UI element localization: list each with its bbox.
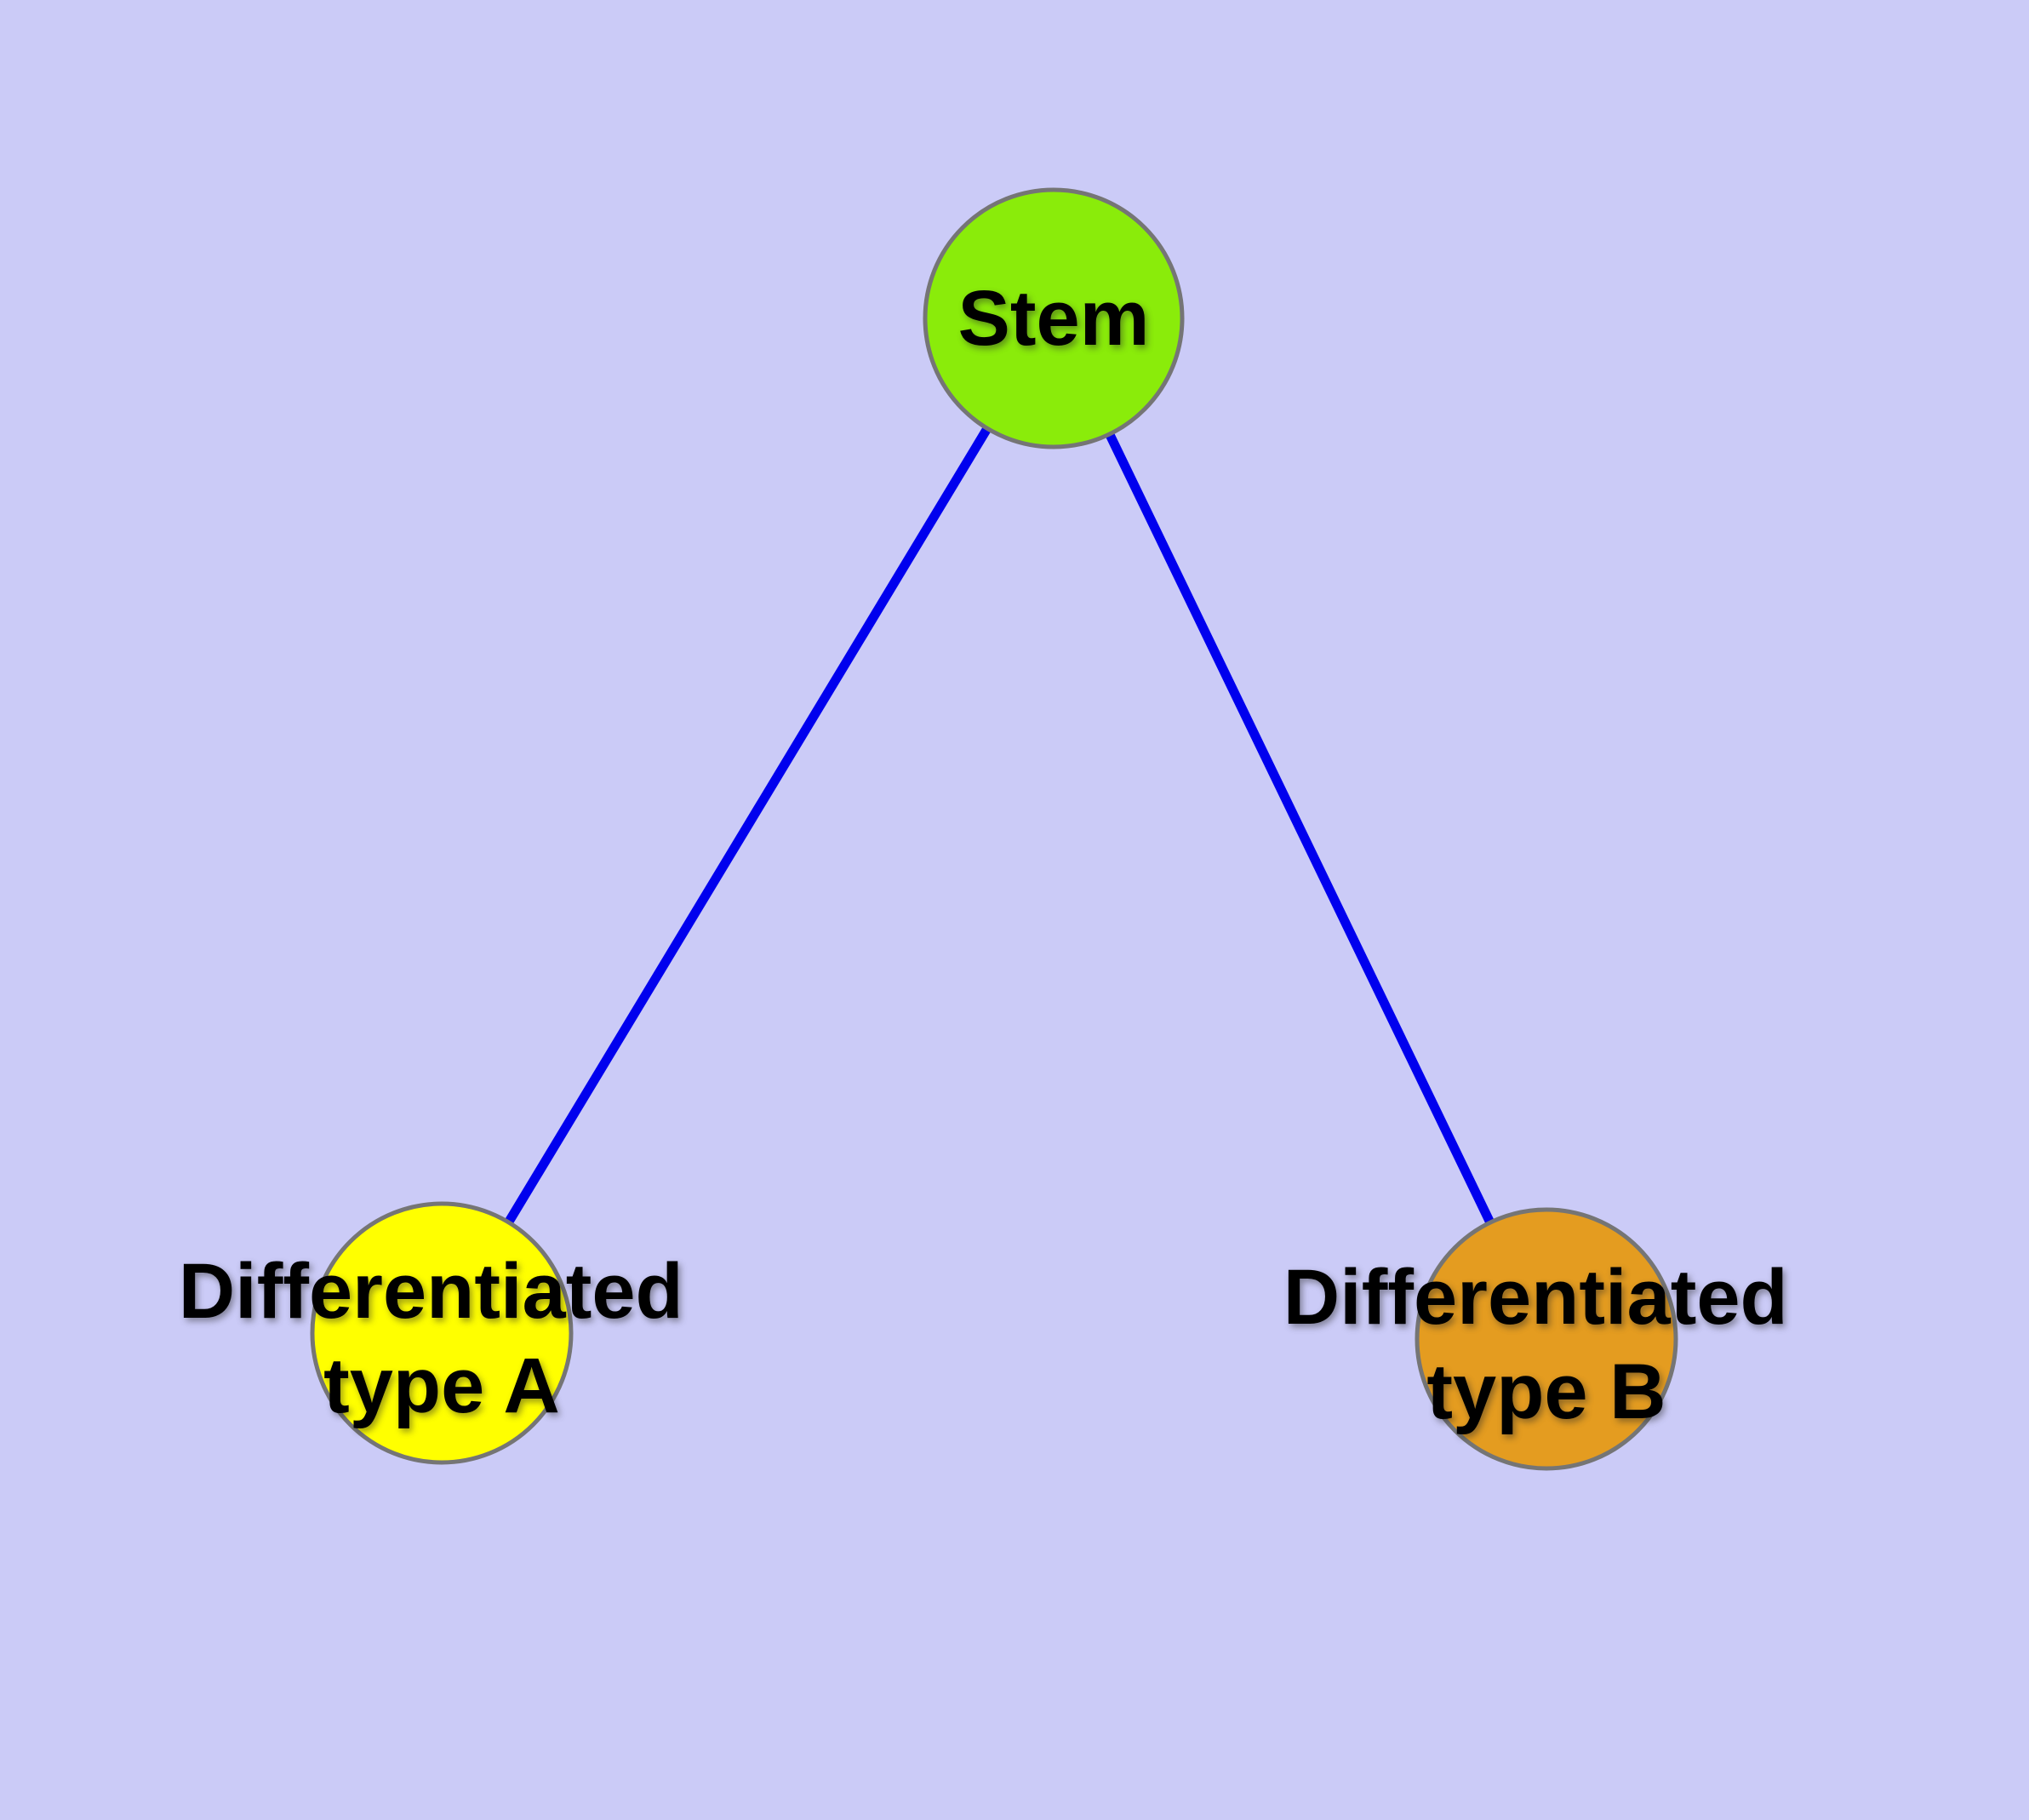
node-differentiated-type-b-label-line-1: Differentiated: [1283, 1254, 1788, 1341]
node-differentiated-type-b: Differentiated type B: [1283, 1207, 1810, 1471]
node-differentiated-type-a-circle: [310, 1201, 574, 1465]
edge-stem-to-type-a: [437, 316, 1058, 1336]
node-differentiated-type-b-circle: [1415, 1207, 1678, 1471]
edge-stem-to-type-b: [1049, 316, 1551, 1342]
node-differentiated-type-b-label: Differentiated type B: [1283, 1254, 1810, 1435]
node-stem-label: Stem: [958, 275, 1150, 362]
node-stem: Stem: [923, 187, 1185, 449]
node-differentiated-type-a-label-line-1: Differentiated: [179, 1248, 683, 1335]
edge-layer: [437, 316, 1551, 1342]
node-differentiated-type-a-label-line-2: type A: [323, 1342, 560, 1429]
node-differentiated-type-a: Differentiated type A: [179, 1201, 706, 1465]
node-differentiated-type-a-label: Differentiated type A: [179, 1248, 706, 1429]
node-stem-circle: [923, 187, 1185, 449]
node-differentiated-type-b-label-line-2: type B: [1426, 1348, 1666, 1435]
